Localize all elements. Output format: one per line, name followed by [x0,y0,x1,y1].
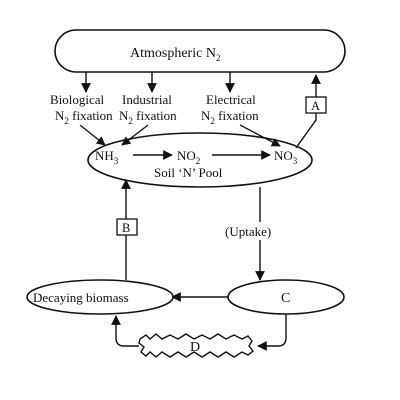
box-b [116,218,138,236]
atmosphere-box [54,29,346,73]
node-d-label: D [190,340,200,355]
no3-label: NO3 [274,148,298,166]
biological-label-line1: Biological [50,92,105,107]
industrial-label-line1: Industrial [122,92,172,107]
node-d [138,333,254,358]
arrow-c-to-d [257,314,287,351]
no2-label: NO2 [177,148,200,166]
soil-n-pool [87,132,313,188]
box-a-label: A [311,99,320,113]
arrow-biological-to-nh3 [79,124,106,146]
biological-label-line2: N2 fixation [55,108,113,126]
uptake-label: (Uptake) [225,224,271,239]
arrow-no3-to-atmosphere [295,74,321,149]
arrow-electrical-to-no3 [239,124,281,147]
soil-pool-label: Soil ‘N’ Pool [154,165,223,180]
electrical-label-line1: Electrical [206,92,256,107]
node-c-label: C [281,291,290,306]
box-a [305,96,327,114]
arrow-d-to-decaying [111,315,139,347]
decaying-biomass [26,279,174,315]
decaying-biomass-label: Decaying biomass [33,290,129,305]
industrial-label-line2: N2 fixation [119,108,177,126]
uptake-label-bg [222,222,292,240]
atmosphere-label: Atmospheric N2 [130,46,220,63]
nh3-label: NH3 [95,148,119,166]
electrical-label-line2: N2 fixation [201,108,259,126]
box-b-label: B [122,221,130,235]
arrow-industrial-to-nh3 [121,124,149,146]
